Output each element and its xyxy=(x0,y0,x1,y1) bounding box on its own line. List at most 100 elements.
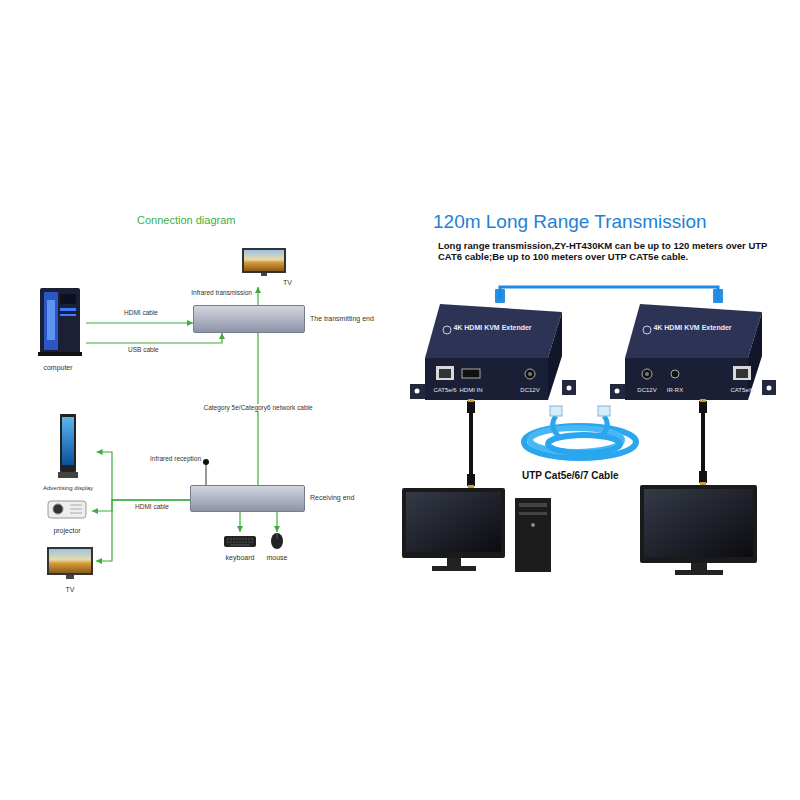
node-label: TV xyxy=(283,279,292,287)
edge-label: HDMI cable xyxy=(122,309,160,316)
keyboard-device xyxy=(224,536,256,547)
extender-unit: 4K HDMI KVM Extender xyxy=(425,300,560,400)
pc-tower xyxy=(515,498,551,572)
computer-icon: computer xyxy=(30,286,86,372)
extender-housing xyxy=(415,389,420,394)
extender-housing xyxy=(748,312,762,400)
label-anchor: DC12V xyxy=(520,387,539,394)
advertising-kiosk xyxy=(58,414,78,478)
pc-tower xyxy=(519,512,547,515)
ir-receiver xyxy=(203,459,209,485)
node-label: projector xyxy=(53,527,80,535)
tv-set xyxy=(242,248,286,273)
extender-housing xyxy=(625,358,748,400)
monitor-screen xyxy=(640,485,757,563)
computer-tower xyxy=(60,314,76,316)
node-label: computer xyxy=(43,364,72,372)
advertising-kiosk xyxy=(58,472,78,478)
extender-housing xyxy=(733,366,751,380)
projector-device xyxy=(70,509,82,510)
label-anchor: DC12V xyxy=(637,387,656,394)
node-label: Advertising display xyxy=(43,485,93,492)
cable-label: UTP Cat5e/6/7 Cable xyxy=(522,470,619,482)
monitor-screen xyxy=(402,488,505,558)
receiver-box: Receiving end xyxy=(190,485,305,512)
computer-tower xyxy=(38,288,82,356)
label-anchor: HDMI IN xyxy=(460,387,483,394)
label-anchor: Infrared reception xyxy=(150,455,201,462)
extender-housing xyxy=(443,326,451,334)
monitor-screen xyxy=(675,570,723,575)
extender-housing xyxy=(562,380,576,395)
edge-label-anchor: USB cable xyxy=(126,346,161,353)
extender-housing xyxy=(425,358,548,400)
tv-set xyxy=(244,250,284,271)
title-text: 120m Long Range Transmission xyxy=(433,211,707,233)
projector-device xyxy=(53,504,63,514)
projector-device xyxy=(48,501,86,518)
connector-line xyxy=(257,287,258,305)
monitor-screen xyxy=(644,489,753,557)
pc-tower xyxy=(519,503,547,507)
edge-label: HDMI cable xyxy=(133,503,171,510)
connector-line xyxy=(86,333,222,343)
tv-set xyxy=(47,547,93,579)
pc-tower xyxy=(531,523,535,527)
tv-set xyxy=(47,547,93,575)
extender-housing xyxy=(643,326,651,334)
coiled-cable xyxy=(553,416,560,438)
title-anchor: 120m Long Range Transmission xyxy=(433,211,707,233)
port-label: DC12V xyxy=(637,387,656,394)
coiled-cable xyxy=(550,406,562,416)
extender-housing xyxy=(436,366,454,380)
port-label: HDMI IN xyxy=(460,387,483,394)
label-anchor: CAT5e/6 xyxy=(730,387,753,394)
transmitter-box: The transmitting end xyxy=(193,305,305,333)
extender-housing xyxy=(736,369,748,378)
hdmi-cable xyxy=(467,401,475,413)
hdmi-cable xyxy=(699,401,707,413)
extender-housing xyxy=(762,380,776,395)
connector-line xyxy=(96,500,190,561)
hdmi-cable xyxy=(467,399,707,488)
computer-tower xyxy=(44,292,58,350)
extender-housing xyxy=(567,386,572,391)
node-label: The transmitting end xyxy=(310,315,374,323)
tv-icon: TV xyxy=(240,246,292,287)
hdmi-cable xyxy=(700,399,706,402)
computer-tower xyxy=(60,308,76,311)
extender-housing xyxy=(548,312,562,400)
computer-tower xyxy=(47,300,55,340)
monitor-screen xyxy=(640,485,757,575)
label-anchor: Infrared transmission xyxy=(191,289,252,296)
mouse-icon: mouse xyxy=(263,532,291,562)
node-label: 4K HDMI KVM Extender xyxy=(453,324,531,332)
hdmi-cable xyxy=(699,471,707,483)
edge-label-anchor: Category 5e/Category6 network cable xyxy=(201,404,314,411)
node-label: TV xyxy=(66,586,75,594)
label-anchor: Long range transmission,ZY-HT430KM can b… xyxy=(438,240,773,263)
monitor-screen xyxy=(691,563,707,570)
projector-device xyxy=(48,501,86,518)
extender-housing xyxy=(671,370,679,378)
port-label: DC12V xyxy=(520,387,539,394)
extender-housing xyxy=(625,304,762,358)
keyboard-device xyxy=(230,545,250,546)
node-label: mouse xyxy=(266,554,287,562)
tv-set xyxy=(66,575,74,579)
monitor-screen xyxy=(402,488,505,571)
projector-device xyxy=(70,505,82,506)
extender-housing xyxy=(410,384,425,399)
edge-label-anchor: HDMI cable xyxy=(122,309,160,316)
pc-tower xyxy=(515,498,551,572)
monitor-screen xyxy=(432,566,476,571)
display-icon: Advertising display xyxy=(40,412,97,492)
tv-set xyxy=(49,549,91,573)
node-label: keyboard xyxy=(226,554,255,562)
monitor-screen xyxy=(406,492,501,552)
extender-housing xyxy=(462,369,480,378)
network-plug xyxy=(495,289,723,303)
